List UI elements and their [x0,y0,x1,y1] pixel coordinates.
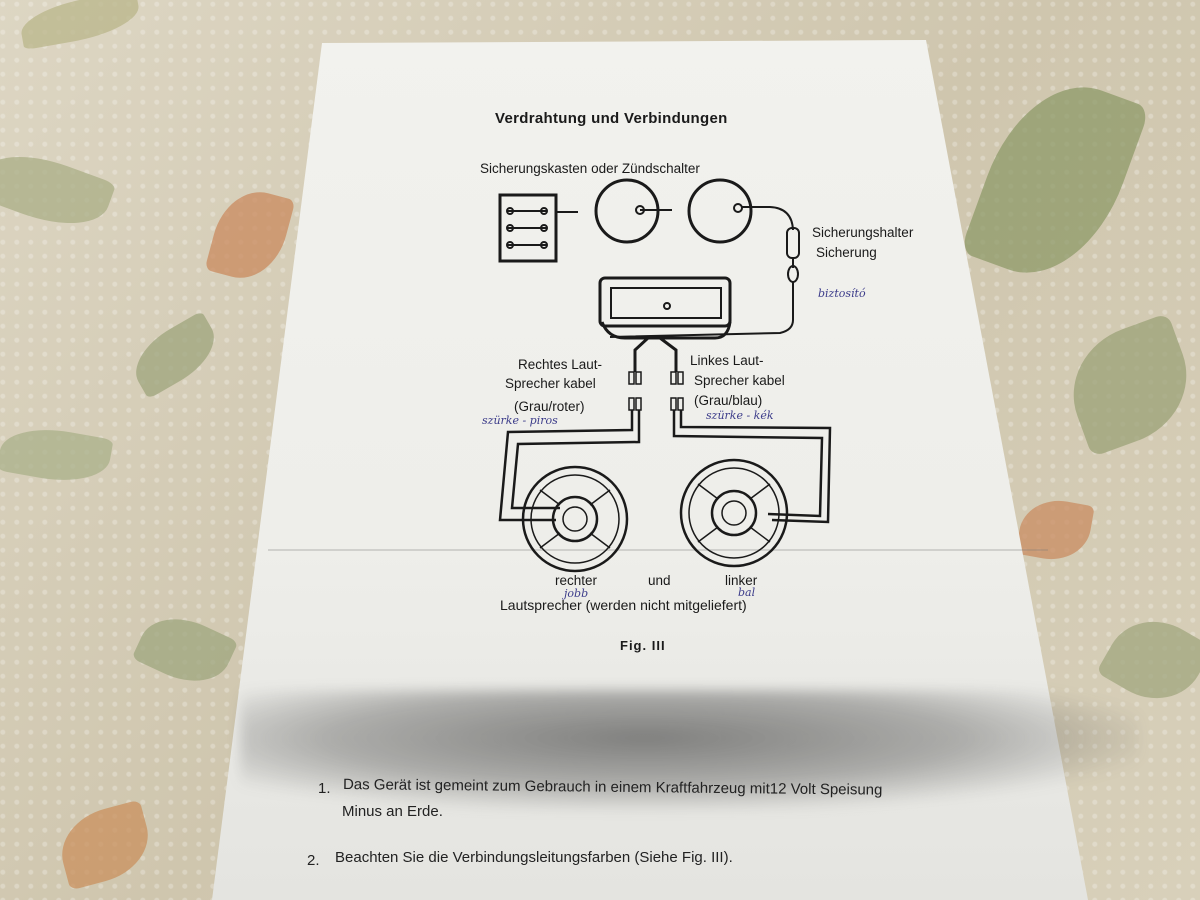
handwritten-left-speaker-note: bal [738,586,756,599]
handwritten-right-speaker-note: jobb [564,587,589,600]
left-speaker-label: linker [725,573,758,588]
fuse-holder-label: Sicherungshalter [812,225,914,240]
fuse-holder [786,227,800,259]
instruction-2-line1: Beachten Sie die Verbindungsleitungsfarb… [335,849,733,866]
right-speaker [521,465,629,573]
right-cable-label-line2: Sprecher kabel [505,376,596,391]
paper-fold-line [268,549,1048,551]
handwritten-fuse-note: biztosító [818,287,866,300]
right-cable-label-line1: Rechtes Laut- [518,357,603,372]
right-cable-label-line3: (Grau/roter) [514,399,585,414]
fuse-label: Sicherung [816,245,877,260]
figure-label: Fig. III [620,638,666,653]
instruction-1-line2: Minus an Erde. [342,803,443,820]
ignition-switch-circle [687,178,753,244]
fuse [787,265,799,283]
left-cable-label-line2: Sprecher kabel [694,373,785,388]
instruction-2-number: 2. [307,852,320,869]
left-cable-connector [670,371,677,385]
handwritten-right-note: szürke - piros [482,414,558,427]
radio-unit [598,276,732,340]
speaker-and-label: und [648,573,671,588]
instruction-1-number: 1. [318,780,331,797]
fuse-box-label: Sicherungskasten oder Zündschalter [480,161,700,176]
page-title: Verdrahtung und Verbindungen [495,110,728,127]
handwritten-left-note: szürke - kék [706,409,774,422]
right-cable-connector [628,371,635,385]
fuse-contacts [506,207,548,249]
left-speaker [679,458,789,568]
speakers-caption: Lautsprecher (werden nicht mitgeliefert) [500,597,747,613]
left-cable-label-line3: (Grau/blau) [694,393,763,408]
left-cable-label-line1: Linkes Laut- [690,353,764,368]
right-speaker-label: rechter [555,573,598,588]
fuse-box [498,193,558,263]
photo-shadow [240,690,1140,810]
